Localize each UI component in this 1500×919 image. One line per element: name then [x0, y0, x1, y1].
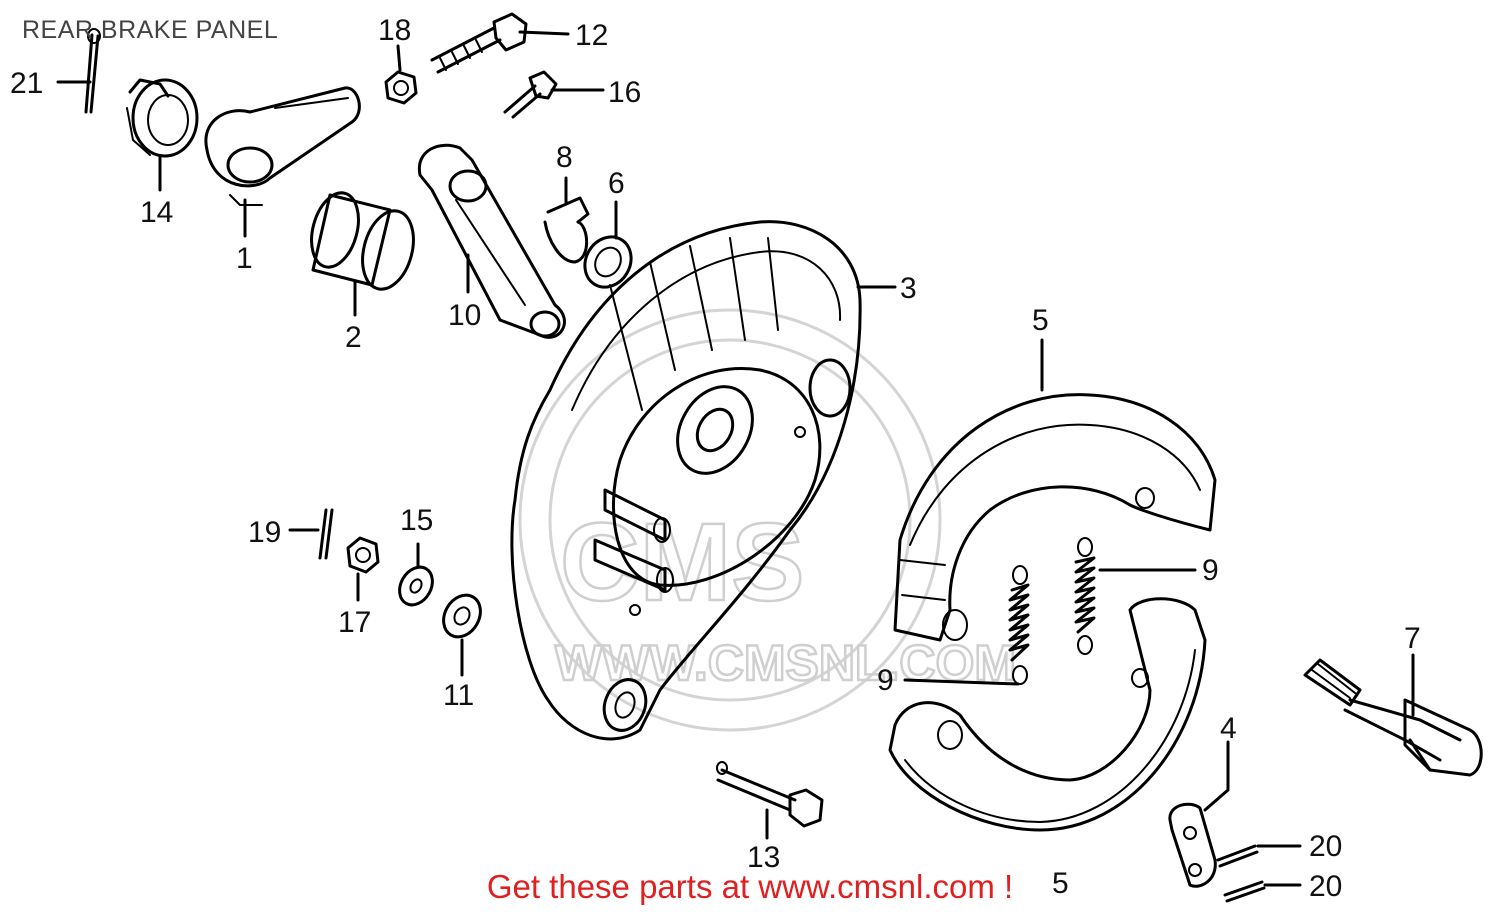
callout-6: 6: [608, 167, 625, 200]
part-9-spring-right: [1074, 537, 1096, 655]
part-21-cotter-pin: [84, 28, 101, 114]
part-15-washer: [398, 565, 434, 607]
callout-11: 11: [443, 679, 474, 712]
part-12-bolt: [430, 12, 528, 74]
callout-17: 17: [338, 606, 371, 639]
part-16-bolt: [503, 70, 558, 119]
part-20-clip-upper: [1216, 844, 1259, 868]
callout-8: 8: [556, 141, 573, 174]
callout-2: 2: [345, 321, 362, 354]
callout-12: 12: [575, 19, 608, 52]
part-9-spring-left: [1008, 565, 1030, 685]
diagram-title: REAR BRAKE PANEL: [22, 16, 279, 44]
part-6-seal: [583, 235, 633, 289]
part-2-sleeve: [310, 191, 415, 291]
part-3-brake-panel: [510, 220, 862, 741]
part-5-brake-shoe-upper: [893, 393, 1217, 642]
callout-16: 16: [608, 76, 641, 109]
leader-lines: [56, 30, 1415, 887]
part-10-lever: [417, 143, 566, 339]
part-17-nut: [346, 536, 380, 574]
part-11-washer: [442, 593, 482, 639]
callout-9-left: 9: [877, 664, 894, 697]
callout-labels: 21 14 1 2 18 12 16 8 6 10 3 5 9 9 7 19 1…: [10, 14, 1421, 903]
part-20-clip-lower: [1223, 880, 1266, 903]
callout-18: 18: [378, 14, 411, 47]
part-4-link-plate: [1168, 802, 1217, 888]
callout-14: 14: [140, 196, 173, 229]
callout-20-lower: 20: [1309, 870, 1342, 903]
callout-7: 7: [1404, 622, 1421, 655]
callout-10: 10: [448, 299, 481, 332]
footer-link-text[interactable]: Get these parts at www.cmsnl.com !: [486, 868, 1014, 905]
callout-1: 1: [236, 242, 253, 275]
part-14-castle-nut: [126, 78, 199, 158]
part-5-brake-shoe-lower: [888, 597, 1207, 832]
part-8-indicator-plate: [543, 196, 590, 264]
callout-3: 3: [900, 272, 917, 305]
part-13-bolt: [716, 761, 824, 828]
part-19-cotter-pin: [318, 508, 334, 560]
part-18-nut: [384, 70, 418, 105]
callout-20-upper: 20: [1309, 830, 1342, 863]
part-7-brake-cam: [1303, 658, 1483, 777]
callout-15: 15: [400, 504, 433, 537]
callout-13: 13: [747, 841, 780, 874]
callout-4: 4: [1220, 712, 1237, 745]
callout-9-right: 9: [1202, 554, 1219, 587]
callout-5-lower: 5: [1052, 867, 1069, 900]
watermark-brand: CMS: [560, 501, 804, 624]
callout-5-upper: 5: [1032, 304, 1049, 337]
part-1-brake-arm: [204, 86, 361, 206]
callout-21: 21: [10, 67, 43, 100]
callout-19: 19: [248, 516, 281, 549]
